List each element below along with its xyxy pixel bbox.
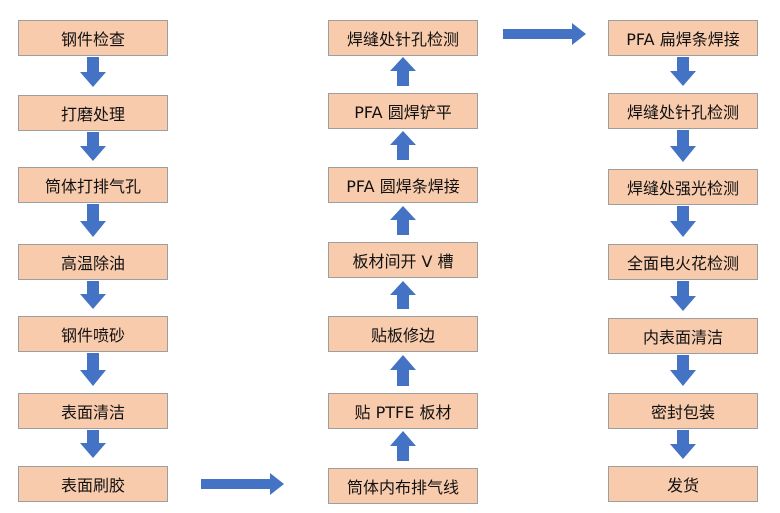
step-weld-pinhole-check-2: 焊缝处针孔检测 [608,93,758,129]
arrow-right-icon [201,473,284,495]
arrow-down-icon [670,57,696,86]
arrow-down-icon [80,281,106,309]
step-weld-light-check: 焊缝处强光检测 [608,169,758,205]
arrow-up-icon [390,431,416,461]
arrow-down-icon [80,57,106,87]
arrow-up-icon [390,131,416,160]
arrow-down-icon [80,353,106,386]
arrow-down-icon [670,130,696,162]
arrow-down-icon [670,355,696,386]
arrow-right-icon [503,23,586,45]
arrow-down-icon [670,430,696,459]
arrow-up-icon [390,206,416,235]
arrow-up-icon [390,57,416,86]
arrow-down-icon [80,204,106,237]
step-attach-ptfe-sheet: 贴 PTFE 板材 [328,393,478,429]
step-steel-inspection: 钢件检查 [18,20,168,56]
step-inner-surface-cleaning: 内表面清洁 [608,318,758,354]
step-vent-line-layout: 筒体内布排气线 [328,468,478,504]
arrow-down-icon [80,132,106,161]
step-drill-vent-holes: 筒体打排气孔 [18,167,168,203]
step-weld-pinhole-check: 焊缝处针孔检测 [328,20,478,56]
arrow-down-icon [670,281,696,311]
step-grinding: 打磨处理 [18,95,168,131]
step-pfa-flat-rod-welding: PFA 扁焊条焊接 [608,20,758,56]
step-shipping: 发货 [608,466,758,502]
arrow-down-icon [80,430,106,458]
step-degreasing: 高温除油 [18,244,168,280]
step-spark-test: 全面电火花检测 [608,244,758,280]
arrow-up-icon [390,355,416,386]
step-apply-adhesive: 表面刷胶 [18,466,168,502]
arrow-up-icon [390,281,416,309]
step-sealed-packaging: 密封包装 [608,393,758,429]
step-board-trimming: 贴板修边 [328,316,478,352]
step-surface-cleaning: 表面清洁 [18,393,168,429]
arrow-down-icon [670,206,696,237]
step-v-groove: 板材间开 V 槽 [328,242,478,278]
step-sandblasting: 钢件喷砂 [18,316,168,352]
step-pfa-round-rod-welding: PFA 圆焊条焊接 [328,167,478,203]
step-pfa-round-weld-flatten: PFA 圆焊铲平 [328,93,478,129]
